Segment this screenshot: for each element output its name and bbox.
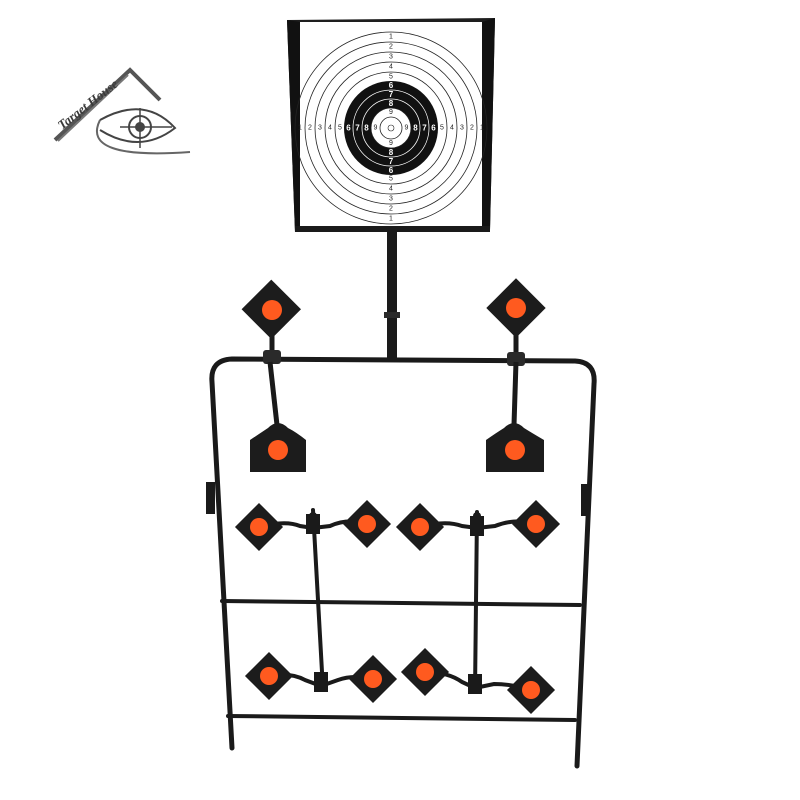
diamond-target [511,499,561,549]
ring-number: 9 [405,125,409,132]
orange-target-dot [268,440,288,460]
orange-target-dot [262,300,282,320]
support-pole [384,232,400,360]
ring-number: 8 [389,99,394,108]
ring-number: 5 [338,125,342,132]
logo-roof-shape [53,67,162,142]
ring-number: 1 [298,125,302,132]
ring-number: 5 [389,176,393,183]
orange-target-dot [250,518,268,536]
ring-number: 3 [389,54,393,61]
ring-number: 2 [470,125,474,132]
ring-number: 3 [318,125,322,132]
ring-number: 2 [389,206,393,213]
metal-frame [206,356,597,769]
ring-number: 6 [346,124,351,133]
orange-target-dot [411,518,429,536]
ring-number: 9 [389,140,393,147]
orange-target-dot [505,440,525,460]
ring-number: 4 [389,186,393,193]
ring-number: 7 [389,90,394,99]
ring-number: 4 [389,64,393,71]
ring-number: 1 [389,216,393,223]
diamond-target [234,502,284,552]
ring-number: 8 [389,148,394,157]
ring-number: 2 [308,125,312,132]
orange-target-dot [506,298,526,318]
ring-number: 6 [389,166,394,175]
orange-target-dot [260,667,278,685]
ring-number: 7 [355,124,360,133]
orange-target-dot [364,670,382,688]
diamond-target [244,651,294,701]
orange-target-dot [416,663,434,681]
logo-eye-shape [99,108,177,143]
ring-number: 7 [389,157,394,166]
orange-target-dot [527,515,545,533]
ring-number: 5 [389,74,393,81]
ring-number: 9 [389,109,393,116]
diamond-target [342,499,392,549]
ring-number: 6 [431,124,436,133]
ring-number: 8 [413,124,418,133]
diamond-target [395,502,445,552]
ring-number: 5 [440,125,444,132]
ring-number: 6 [389,81,394,90]
paper-target-rings [294,31,488,225]
ring-number: 4 [450,125,454,132]
ring-number: 8 [364,124,369,133]
ring-number: 3 [389,196,393,203]
ring-number: 1 [480,125,484,132]
ring-number: 2 [389,44,393,51]
orange-target-dot [358,515,376,533]
ring-number: 9 [374,125,378,132]
spinner-left-top [241,279,306,472]
orange-target-dot [522,681,540,699]
ring-number: 1 [389,34,393,41]
spinner-right-top [486,278,546,472]
ring-number: 3 [460,125,464,132]
diamond-target [348,654,398,704]
target-house-logo: Target House [53,67,191,155]
logo-text: Target House [55,76,121,132]
ring-number: 4 [328,125,332,132]
diamond-target [506,665,556,715]
ring-number: 7 [422,124,427,133]
diamond-target [400,647,450,697]
